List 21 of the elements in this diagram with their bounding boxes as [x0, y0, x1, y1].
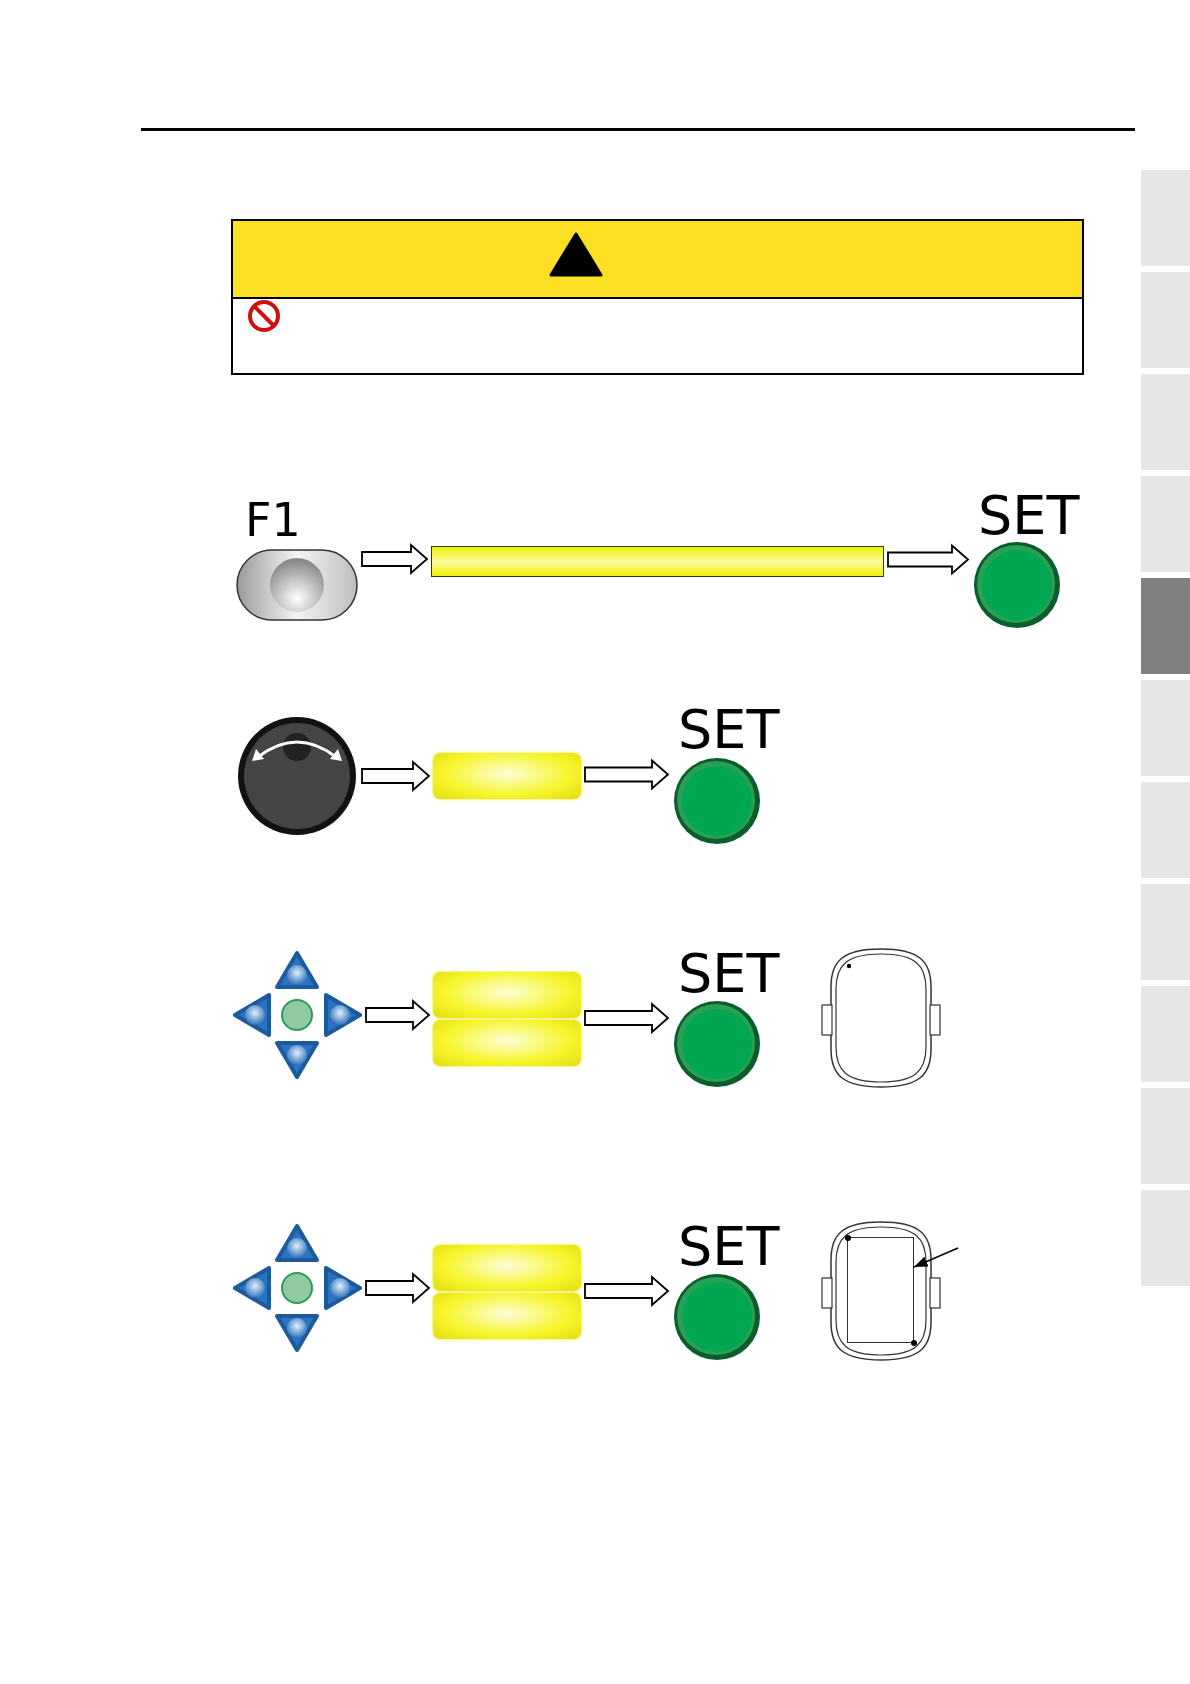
arrow	[365, 1272, 431, 1304]
key-label: SET	[678, 1220, 780, 1274]
display-bar	[433, 1245, 581, 1291]
display-bar	[431, 546, 884, 577]
key-label: F1	[245, 497, 301, 543]
key-label: SET	[678, 703, 780, 757]
frame-rectangle	[847, 1237, 914, 1343]
display-bar	[433, 1293, 581, 1339]
arrow	[584, 1275, 670, 1307]
display-bar	[433, 972, 581, 1018]
leader-arrow	[913, 1247, 959, 1268]
arrow	[365, 999, 431, 1031]
display-bar	[433, 753, 581, 799]
key-label: SET	[678, 947, 780, 1001]
arrow	[584, 1002, 670, 1034]
arrow	[887, 543, 970, 576]
arrow	[584, 758, 670, 791]
arrow	[361, 760, 431, 792]
display-bar	[433, 1020, 581, 1066]
key-label: SET	[978, 489, 1080, 543]
arrow	[361, 543, 429, 575]
